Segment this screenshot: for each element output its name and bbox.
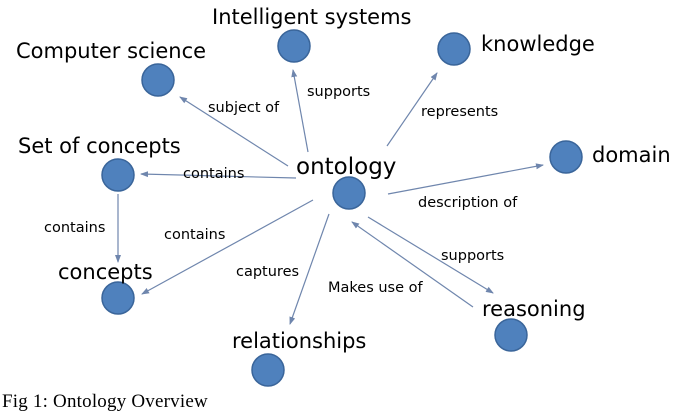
edge-label-ontology-to-reasoning: supports xyxy=(441,248,504,264)
edge-ontology-to-knowledge xyxy=(386,72,438,147)
edge-label-ontology-to-set-of-concepts: contains xyxy=(183,166,244,182)
edge-ontology-to-intelligent-systems xyxy=(291,69,309,153)
edge-ontology-to-reasoning xyxy=(367,216,494,294)
edge-ontology-to-computer-science xyxy=(179,96,289,167)
node-computer-science xyxy=(141,63,175,97)
edge-label-reasoning-to-ontology: Makes use of xyxy=(328,280,424,296)
node-knowledge xyxy=(437,32,471,66)
edge-label-set-of-concepts-to-concepts: contains xyxy=(44,220,105,236)
edge-label-ontology-to-concepts: contains xyxy=(164,227,225,243)
labels: subject of supports represents description … xyxy=(16,5,671,353)
edge-reasoning-to-ontology xyxy=(351,221,474,308)
node-label-relationships: relationships xyxy=(232,329,366,353)
node-label-set-of-concepts: Set of concepts xyxy=(18,134,181,158)
edges xyxy=(115,69,544,325)
nodes xyxy=(101,29,583,387)
edge-label-ontology-to-intelligent-systems: supports xyxy=(307,84,370,100)
edge-label-ontology-to-computer-science: subject of xyxy=(208,100,280,116)
edge-ontology-to-concepts xyxy=(141,199,314,295)
node-ontology xyxy=(332,176,366,210)
edge-label-ontology-to-relationships: captures xyxy=(236,264,299,280)
node-set-of-concepts xyxy=(101,158,135,192)
edge-label-ontology-to-knowledge: represents xyxy=(421,104,498,120)
node-intelligent-systems xyxy=(277,29,311,63)
node-domain xyxy=(549,140,583,174)
node-concepts xyxy=(101,281,135,315)
figure-caption: Fig 1: Ontology Overview xyxy=(2,391,208,412)
node-label-domain: domain xyxy=(592,143,671,167)
node-label-concepts: concepts xyxy=(58,260,153,284)
edge-ontology-to-set-of-concepts xyxy=(140,171,297,179)
edge-ontology-to-relationships xyxy=(289,213,330,325)
edge-ontology-to-domain xyxy=(387,163,544,195)
node-label-ontology: ontology xyxy=(296,154,396,180)
node-label-knowledge: knowledge xyxy=(481,32,595,56)
edge-label-ontology-to-domain: description of xyxy=(418,195,518,211)
node-label-computer-science: Computer science xyxy=(16,39,206,63)
node-reasoning xyxy=(494,318,528,352)
node-relationships xyxy=(251,353,285,387)
node-label-reasoning: reasoning xyxy=(482,297,586,321)
node-label-intelligent-systems: Intelligent systems xyxy=(212,5,412,29)
